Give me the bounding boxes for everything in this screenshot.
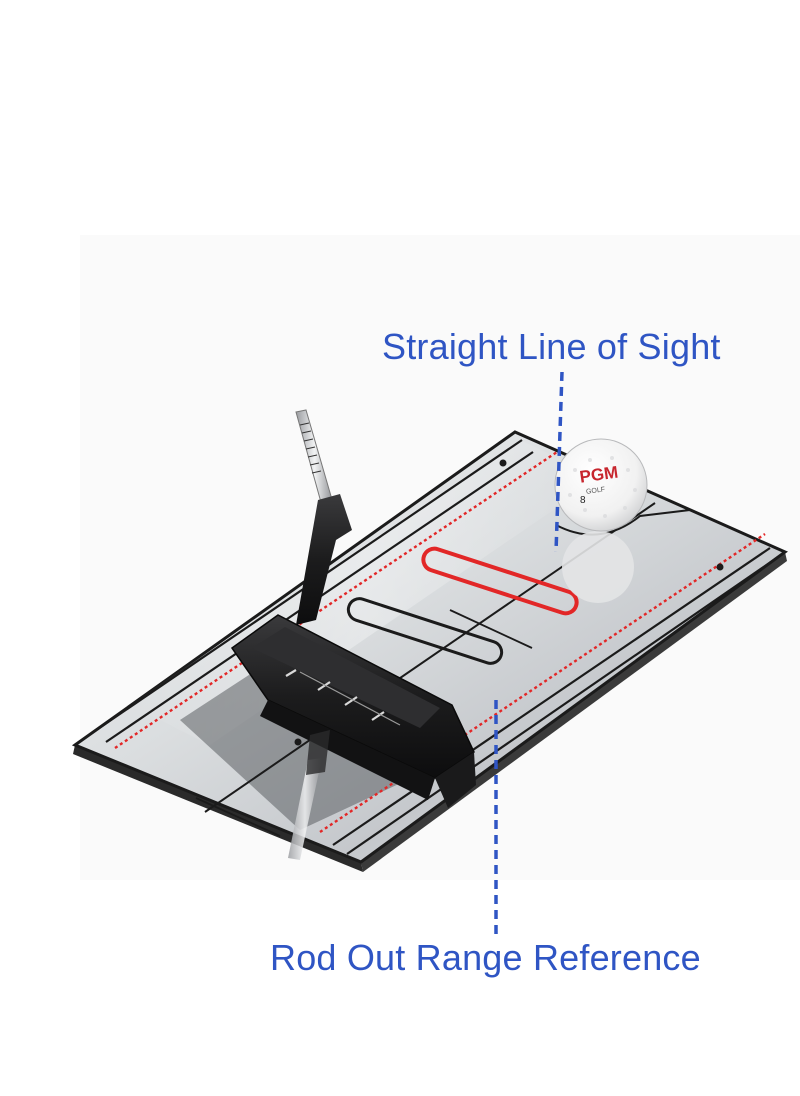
rod-range-label: Rod Out Range Reference — [270, 937, 701, 978]
line-of-sight-label: Straight Line of Sight — [382, 326, 721, 367]
putter-head — [230, 614, 476, 808]
putter-hosel — [296, 494, 352, 625]
ball-model: GOLF — [586, 486, 606, 496]
ball-reflection — [562, 531, 634, 603]
ball-number: 8 — [580, 495, 586, 506]
black-slot — [346, 597, 504, 665]
hosel-reflection — [306, 730, 330, 775]
shaft-reflection — [288, 758, 322, 860]
red-alignment-lines — [114, 449, 766, 833]
red-slot-long — [421, 546, 579, 616]
mirror-edge-right — [361, 552, 787, 872]
golf-ball: PGM GOLF 8 — [554, 438, 648, 532]
line-of-sight-guide — [554, 371, 564, 553]
mounting-holes — [294, 459, 724, 746]
